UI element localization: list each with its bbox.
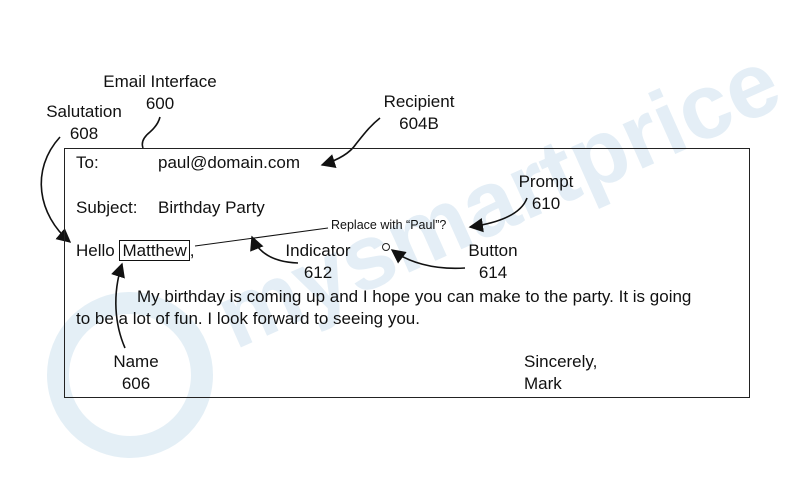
closing-text: Sincerely, [524,352,598,371]
greeting-text: Hello [76,241,115,260]
body-line-1: My birthday is coming up and I hope you … [137,287,692,306]
callout-email-interface: Email Interface 600 [96,71,224,115]
callout-name: Name 606 [106,351,166,395]
prompt-leader-line [194,227,329,247]
greeting-punctuation: , [189,241,195,260]
callout-ref: 606 [121,374,151,393]
callout-label: Email Interface [103,72,217,91]
arrow-salutation [40,136,72,243]
callout-recipient: Recipient 604B [374,91,464,135]
arrow-recipient [320,117,381,169]
salutation-line: Hello Matthew, [76,240,194,262]
callout-label: Prompt [518,172,574,191]
arrow-indicator [250,235,299,264]
callout-ref: 612 [303,263,333,282]
arrow-email-interface [141,116,161,149]
callout-indicator: Indicator 612 [278,240,358,284]
callout-ref: 614 [478,263,508,282]
callout-label: Button [468,241,518,260]
callout-button: Button 614 [461,240,525,284]
signature-text: Mark [524,374,562,393]
subject-label: Subject: [76,198,138,217]
to-label: To: [76,153,99,172]
recipient-name-indicator[interactable]: Matthew [119,240,190,261]
recipient-address[interactable]: paul@domain.com [158,153,300,172]
callout-label: Recipient [383,92,455,111]
watermark-circle [47,292,213,458]
arrow-name [111,262,126,349]
body-line-2: to be a lot of fun. I look forward to se… [76,309,420,328]
callout-ref: 608 [69,124,99,143]
arrow-button [390,249,466,270]
callout-ref: 604B [399,114,439,133]
replace-prompt: Replace with “Paul”? [331,218,447,232]
callout-label: Salutation [46,102,122,121]
callout-label: Indicator [285,241,351,260]
subject-value[interactable]: Birthday Party [158,198,265,217]
callout-ref: 600 [145,94,175,113]
replace-button[interactable] [382,243,390,251]
arrow-prompt [468,197,528,233]
callout-prompt: Prompt 610 [511,171,581,215]
callout-ref: 610 [531,194,561,213]
callout-salutation: Salutation 608 [37,101,131,145]
callout-label: Name [113,352,159,371]
email-interface: To: paul@domain.com Subject: Birthday Pa… [64,148,750,398]
